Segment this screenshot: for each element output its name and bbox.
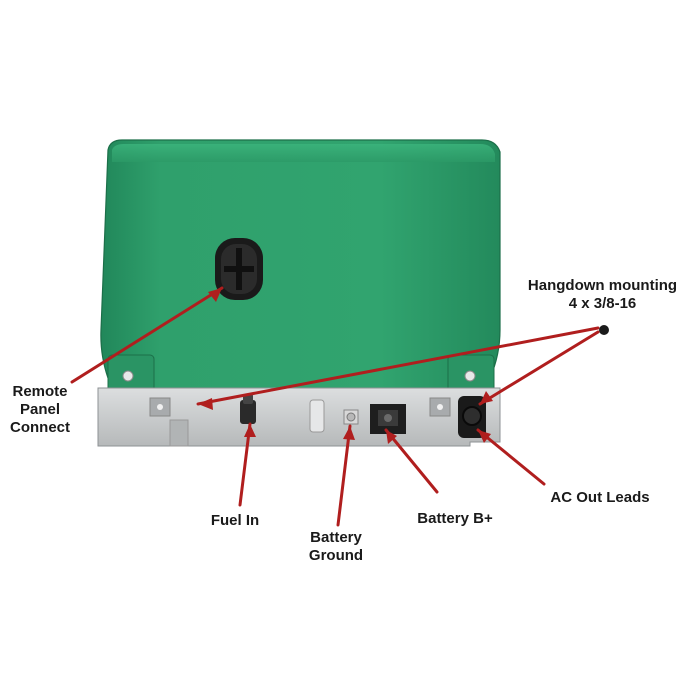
ac-out-leads-fitting	[458, 396, 486, 438]
remote-panel-line-1: Remote	[12, 383, 68, 400]
ac-out-text: AC Out Leads	[550, 489, 650, 506]
battery-bplus-label: Battery B+	[400, 510, 510, 528]
hangdown-line-right	[478, 330, 600, 406]
battery-ground-label: Battery Ground	[293, 529, 379, 565]
remote-panel-grommet	[215, 238, 263, 300]
hangdown-arrowhead-right	[480, 391, 493, 404]
ac-out-arrowhead	[478, 430, 491, 443]
hangdown-line-1: Hangdown mounting	[527, 277, 678, 294]
hangdown-line-left	[196, 326, 600, 406]
callout-lines	[70, 286, 600, 527]
battery-ground-line-2: Ground	[308, 547, 364, 564]
ac-out-leads-label: AC Out Leads	[530, 489, 670, 507]
hangdown-mounting-label: Hangdown mounting 4 x 3/8-16	[505, 277, 700, 313]
hangdown-line-2: 4 x 3/8-16	[568, 295, 637, 312]
remote-panel-arrowhead	[208, 288, 222, 302]
remote-panel-connect-label: Remote Panel Connect	[0, 383, 80, 437]
battery-ground-stud	[343, 409, 359, 425]
remote-panel-line	[70, 286, 224, 384]
battery-bplus-text: Battery B+	[417, 510, 493, 527]
battery-ground-arrowhead	[343, 426, 355, 440]
fuel-in-line	[238, 422, 252, 507]
hangdown-mounting-marker	[599, 325, 609, 335]
battery-bplus-line	[384, 428, 439, 494]
battery-ground-line-1: Battery	[310, 529, 362, 546]
battery-bplus-terminal	[370, 404, 406, 434]
gray-base	[97, 387, 501, 447]
base-post	[309, 399, 325, 433]
callout-arrowheads	[198, 288, 493, 444]
hangdown-arrowhead-left	[198, 398, 213, 410]
housing-body	[100, 139, 501, 393]
battery-ground-line	[336, 424, 352, 527]
fuel-in-text: Fuel In	[210, 512, 260, 529]
fuel-in-arrowhead	[244, 424, 256, 437]
ac-out-line	[476, 428, 546, 486]
housing-top-bevel	[112, 144, 495, 162]
remote-panel-line-2: Panel	[19, 401, 61, 418]
fuel-in-label: Fuel In	[195, 512, 275, 530]
remote-panel-line-3: Connect	[10, 419, 70, 436]
battery-bplus-arrowhead	[386, 430, 397, 444]
